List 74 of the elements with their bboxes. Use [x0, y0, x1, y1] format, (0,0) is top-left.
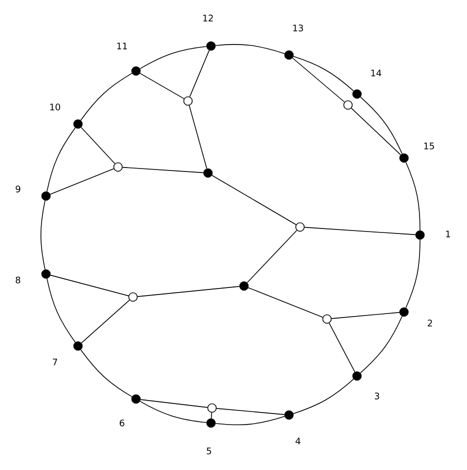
filled-dot — [41, 269, 51, 279]
filled-dot — [203, 168, 213, 178]
vertex-label: 6 — [120, 420, 124, 426]
connector-line — [216, 408, 285, 415]
filled-dot — [352, 89, 362, 99]
filled-dot — [399, 307, 409, 317]
connector-line — [248, 287, 324, 318]
connector-line — [50, 274, 129, 296]
vertex-label: 11 — [117, 42, 127, 50]
filled-dot — [206, 418, 216, 428]
arc-line — [293, 56, 354, 92]
filled-dot — [284, 50, 294, 60]
vertex-label: 15 — [424, 142, 434, 150]
arc-line — [215, 44, 285, 54]
open-circle — [113, 162, 123, 172]
arc-line — [80, 72, 132, 121]
vertex-label: 2 — [428, 320, 432, 326]
arc-line — [46, 278, 76, 343]
open-circle — [295, 222, 305, 232]
filled-dot — [284, 410, 294, 420]
connector-line — [189, 50, 210, 98]
arc-line — [140, 46, 207, 70]
connector-line — [331, 312, 400, 319]
arc-line — [80, 349, 132, 398]
connector-line — [212, 174, 296, 226]
open-circle — [343, 100, 353, 110]
connector-line — [81, 300, 130, 344]
arc-line — [406, 162, 420, 231]
connector-line — [246, 230, 298, 284]
filled-dot — [399, 153, 409, 163]
filled-dot — [131, 394, 141, 404]
filled-dot — [73, 341, 83, 351]
vertex-label: 13 — [293, 24, 303, 32]
connector-line — [50, 168, 114, 195]
arc-line — [140, 400, 207, 423]
arc-line — [215, 416, 285, 426]
vertex-label: 9 — [16, 186, 20, 192]
connector-line — [328, 322, 356, 372]
arc-line — [293, 378, 354, 414]
vertex-label: 10 — [50, 104, 60, 110]
filled-dot — [206, 41, 216, 51]
connector-line — [140, 72, 184, 100]
connector-line — [188, 105, 208, 169]
connector-line — [137, 286, 240, 297]
arc-line — [46, 127, 76, 192]
vertex-label: 1 — [446, 230, 450, 238]
vertex-label: 14 — [371, 70, 382, 76]
vertex-label: 5 — [206, 448, 212, 454]
connector-line — [292, 58, 345, 102]
filled-dot — [239, 281, 249, 291]
vertex-label: 7 — [52, 358, 58, 366]
connector-line — [304, 226, 416, 236]
filled-dot — [415, 230, 425, 240]
arc-line — [406, 239, 420, 308]
open-circle — [322, 314, 332, 324]
connector-line — [350, 108, 402, 156]
vertex-label: 8 — [16, 276, 20, 284]
open-circle — [207, 403, 217, 413]
open-circle — [183, 96, 193, 106]
connector-line — [80, 127, 116, 164]
vertex-label: 3 — [374, 392, 380, 400]
connector-line — [122, 166, 204, 174]
arc-line — [40, 200, 46, 270]
connector-line — [140, 399, 208, 408]
filled-dot — [131, 66, 141, 76]
vertex-label: 12 — [203, 14, 213, 22]
open-circle — [128, 292, 138, 302]
arc-line — [360, 96, 402, 154]
filled-dot — [352, 371, 362, 381]
filled-dot — [73, 119, 83, 129]
connector-line — [210, 412, 212, 419]
vertex-label: 4 — [296, 438, 300, 444]
arc-line — [360, 316, 402, 374]
filled-dot — [41, 191, 51, 201]
